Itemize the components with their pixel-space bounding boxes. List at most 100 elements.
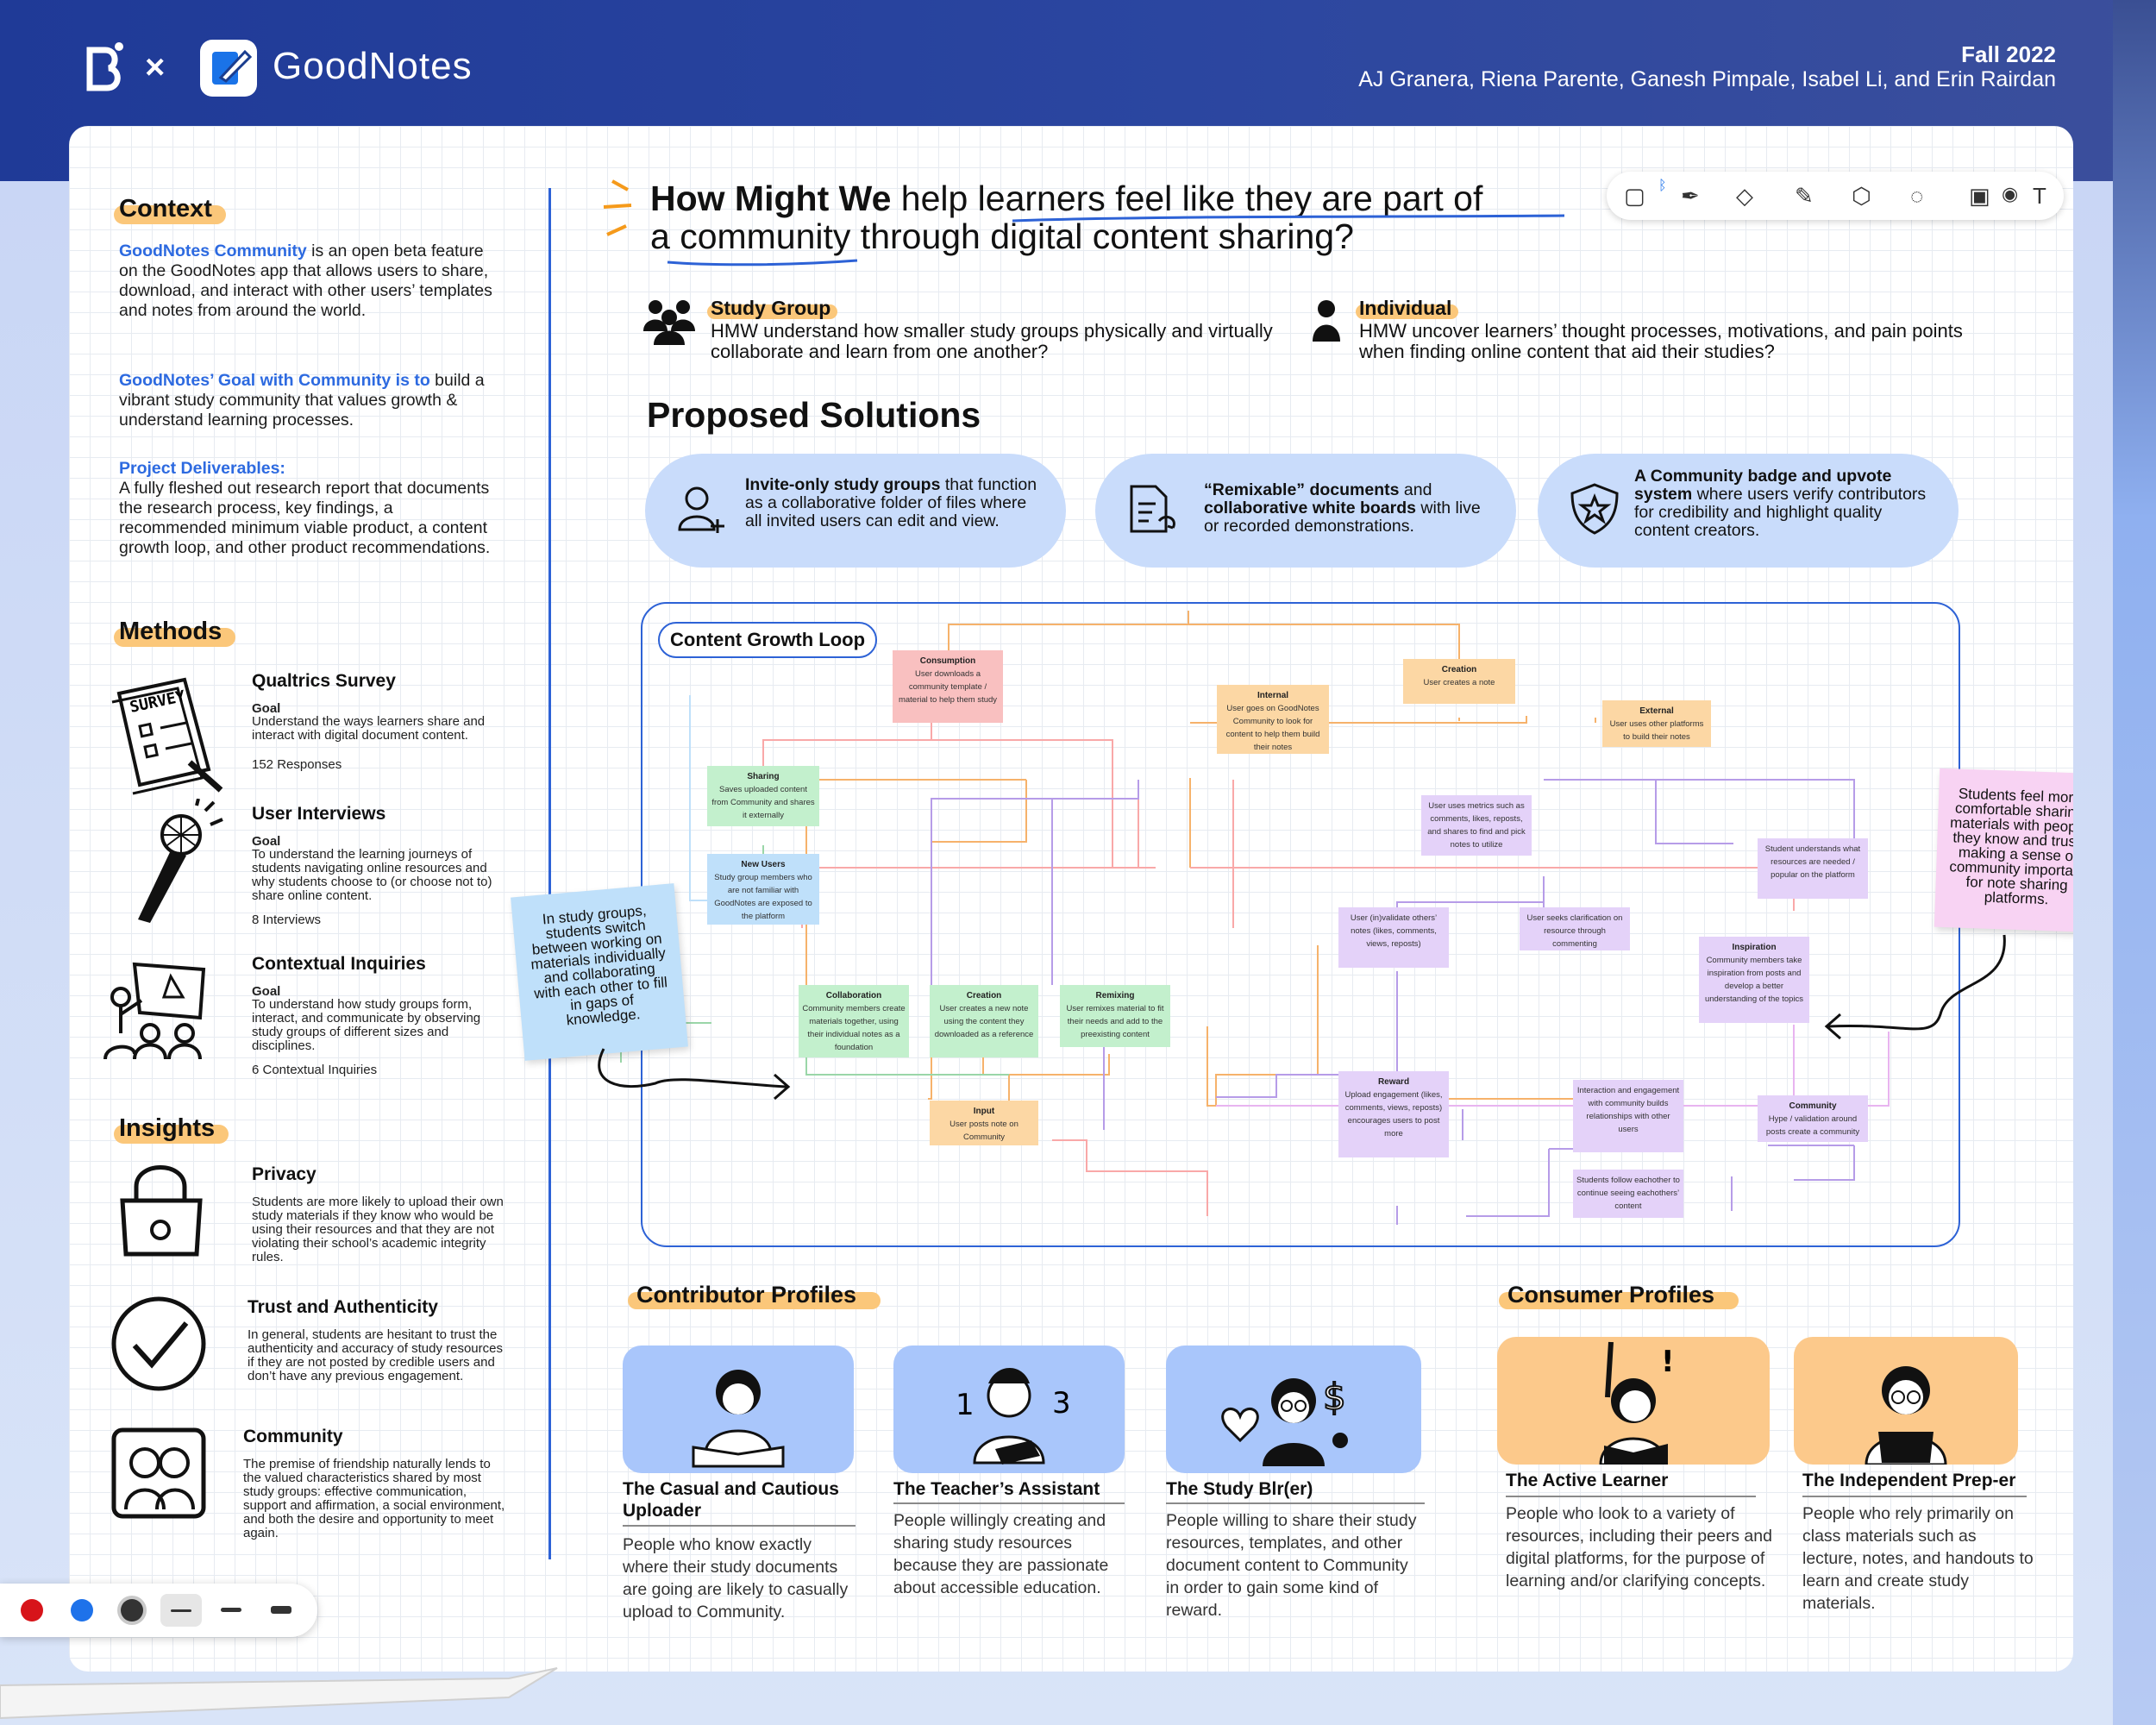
insight-desc-community: The premise of friendship naturally lend… [243,1457,505,1540]
student-raising-hand-illustration-icon: ! [1599,1341,1675,1466]
shapes-icon[interactable]: ⬡ [1852,183,1871,209]
sidebar-icon[interactable]: ▢ [1624,183,1645,209]
color-red-swatch[interactable] [21,1599,43,1622]
app-name: GoodNotes [273,45,473,87]
add-user-icon [678,486,724,533]
hmw-heading: How Might We help learners feel like the… [650,179,1483,256]
flow-node-interaction: Interaction and engagement with communit… [1573,1080,1683,1152]
solution-text-remixable: “Remixable” documents and collaborative … [1204,480,1481,536]
brand-b-logo-icon [86,42,123,91]
camera-icon[interactable]: ◉ [2002,183,2019,204]
profile-illustration-active-learner: ! [1497,1337,1770,1466]
flow-node-invalidate: User (in)validate others’ notes (likes, … [1338,907,1449,968]
profile-desc-independent-preper: People who rely primarily on class mater… [1802,1504,2034,1613]
lasso-icon[interactable]: ◌ [1910,183,1924,209]
solution-card-remixable: “Remixable” documents and collaborative … [1095,454,1516,568]
method-goal-inquiries: To understand how study groups form, int… [252,997,481,1053]
contributor-profiles-title: Contributor Profiles [628,1282,881,1309]
svg-text:!: ! [1661,1345,1675,1379]
highlighter-icon[interactable]: ✎ [1795,183,1814,209]
drawing-toolbar[interactable]: ▢ ᛒ ✒ ◇ ✎ ⬡ ◌ ▣ ◉ T [1607,172,2064,220]
stroke-thin-option[interactable] [171,1609,191,1612]
solution-text-badge: A Community badge and upvote system wher… [1634,467,1927,540]
profile-divider [1166,1502,1425,1504]
survey-icon: SURVEY [111,677,223,795]
community-people-icon [111,1427,206,1519]
insight-desc-trust: In general, students are hesitant to tru… [248,1327,503,1383]
profile-name-teachers-assistant: The Teacher’s Assistant [893,1479,1100,1499]
profile-name-active-learner: The Active Learner [1506,1471,1669,1490]
authors-label: AJ Granera, Riena Parente, Ganesh Pimpal… [1358,67,2056,91]
method-title-inquiries: Contextual Inquiries [252,954,426,974]
insight-title-trust: Trust and Authenticity [248,1297,438,1317]
consumer-profiles-title: Consumer Profiles [1498,1282,1739,1309]
method-count-survey: 152 Responses [252,757,342,772]
solution-card-badge: A Community badge and upvote system wher… [1538,454,1959,568]
content-growth-loop-label: Content Growth Loop [658,622,878,658]
bluetooth-icon: ᛒ [1658,179,1667,193]
stroke-medium-option[interactable] [221,1608,241,1612]
document-edit-icon [1130,485,1175,533]
lock-icon [120,1165,203,1257]
pen-icon[interactable]: ✒ [1681,183,1700,209]
persona-desc-individual: HMW uncover learners’ thought processes,… [1359,320,1963,362]
context-paragraph-3: Project Deliverables:A fully fleshed out… [119,459,491,557]
canvas-page[interactable]: Context GoodNotes Community is an open b… [69,126,2073,1672]
stroke-thick-option[interactable] [271,1606,291,1614]
profile-divider [893,1502,1125,1504]
svg-text:$: $ [1323,1376,1346,1418]
flow-node-understands: Student understands what resources are n… [1758,838,1868,899]
profile-illustration-casual-uploader [623,1346,854,1473]
solution-text-study-groups: Invite-only study groups that function a… [745,475,1037,530]
checkmark-circle-icon [111,1296,206,1391]
persona-title-individual: Individual [1355,297,1459,319]
context-title: Context [114,195,226,224]
profile-desc-casual-uploader: People who know exactly where their stud… [623,1535,849,1622]
method-title-survey: Qualtrics Survey [252,671,396,691]
context-paragraph-1: GoodNotes Community is an open beta feat… [119,242,492,320]
flow-node-follow: Students follow eachother to continue se… [1573,1170,1683,1218]
profile-desc-study-blrer: People willing to share their study reso… [1166,1511,1417,1620]
method-title-interviews: User Interviews [252,804,386,824]
method-goal-survey: Understand the ways learners share and i… [252,714,486,743]
goodnotes-logo-icon [200,40,257,97]
profile-name-independent-preper: The Independent Prep-er [1802,1471,2016,1490]
profile-illustration-independent-preper [1794,1337,2018,1466]
group-people-icon [643,300,695,345]
hmw-underline [667,214,1565,267]
pen-color-bar[interactable] [0,1584,317,1637]
emphasis-marks-icon [603,179,632,236]
insight-title-community: Community [243,1427,343,1446]
person-icon [1313,300,1340,342]
profile-name-casual-uploader: The Casual and Cautious Uploader [623,1479,839,1521]
text-icon[interactable]: T [2033,183,2046,209]
profile-desc-active-learner: People who look to a variety of resource… [1506,1504,1772,1590]
microphone-icon [138,799,223,923]
solution-card-study-groups: Invite-only study groups that function a… [645,454,1066,568]
color-blue-swatch[interactable] [71,1599,93,1622]
profile-divider [1802,1496,2027,1497]
insights-title: Insights [113,1114,229,1144]
flow-node-clarification: User seeks clarification on resource thr… [1520,907,1630,950]
persona-title-study-group: Study Group [706,297,838,319]
apple-pencil-icon [0,1667,558,1720]
whiteboard-group-icon [103,962,206,1060]
color-dark-swatch[interactable] [121,1599,143,1622]
insight-title-privacy: Privacy [252,1164,317,1184]
annotation-arrows [598,934,2006,1101]
method-count-interviews: 8 Interviews [252,913,322,927]
image-icon[interactable]: ▣ [1969,183,1990,209]
eraser-icon[interactable]: ◇ [1736,183,1753,209]
